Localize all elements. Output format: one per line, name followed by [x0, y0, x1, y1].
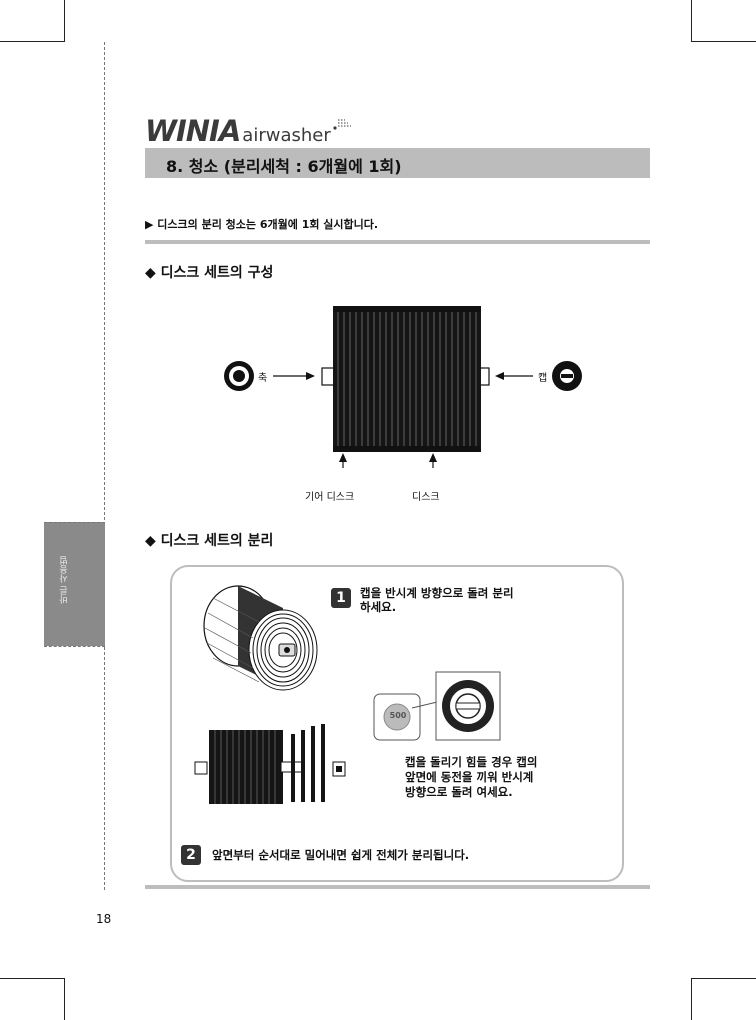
- page-number: 18: [96, 912, 112, 926]
- crop-mark: [691, 0, 692, 42]
- side-tab-label: 바른 사용법: [60, 556, 70, 604]
- crop-mark: [691, 978, 692, 1020]
- crop-mark: [691, 41, 756, 42]
- section-title: 8. 청소 (분리세척 : 6개월에 1회): [166, 157, 402, 176]
- cap-label: 캡: [538, 373, 548, 384]
- crop-mark: [64, 978, 65, 1020]
- divider-bottom: [145, 885, 650, 889]
- crop-mark: [0, 41, 64, 42]
- shaft-icon: [224, 361, 254, 391]
- step-1-badge: 1: [331, 588, 351, 608]
- disk-label: 디스크: [412, 492, 440, 503]
- step-2-text: 앞면부터 순서대로 밀어내면 쉽게 전체가 분리됩니다.: [212, 848, 470, 862]
- divider: [145, 240, 650, 244]
- coin-cap-detail-illustration: [373, 671, 501, 741]
- logo-product: airwasher: [242, 125, 331, 146]
- tip-line-2: 앞면에 동전을 끼워 반시계: [405, 770, 534, 784]
- step-1-line-1: 캡을 반시계 방향으로 돌려 분리: [360, 586, 514, 600]
- brand-logo: WINIA airwasher: [145, 110, 352, 146]
- crop-mark: [691, 978, 756, 979]
- step-1-line-2: 하세요.: [360, 600, 397, 614]
- coin-label: 500: [389, 711, 407, 720]
- tip-line-3: 방향으로 돌려 여세요.: [405, 785, 513, 799]
- separation-heading: ◆ 디스크 세트의 분리: [145, 533, 274, 549]
- side-tab-dash-top: [44, 522, 105, 523]
- side-tab: [44, 522, 105, 646]
- crop-mark: [64, 0, 65, 42]
- section-title-bar: [145, 148, 650, 178]
- logo-spark-icon: [333, 119, 351, 130]
- cap-icon: [552, 361, 582, 391]
- gear-disk-label: 기어 디스크: [305, 492, 355, 503]
- crop-mark: [0, 978, 64, 979]
- disk-stack: [321, 306, 490, 452]
- disk-set-exploded-illustration: [194, 724, 346, 804]
- disk-set-diagram: [224, 306, 582, 468]
- disk-set-perspective-illustration: [203, 585, 318, 691]
- composition-heading: ◆ 디스크 세트의 구성: [145, 265, 274, 281]
- logo-brand: WINIA: [145, 114, 241, 148]
- side-tab-dash-bottom: [44, 646, 105, 647]
- margin-dashed-line: [104, 42, 105, 890]
- shaft-label: 축: [258, 373, 268, 384]
- intro-text: ▶ 디스크의 분리 청소는 6개월에 1회 실시합니다.: [145, 218, 379, 231]
- step-2-badge: 2: [181, 845, 201, 865]
- tip-line-1: 캡을 돌리기 힘들 경우 캡의: [405, 755, 538, 769]
